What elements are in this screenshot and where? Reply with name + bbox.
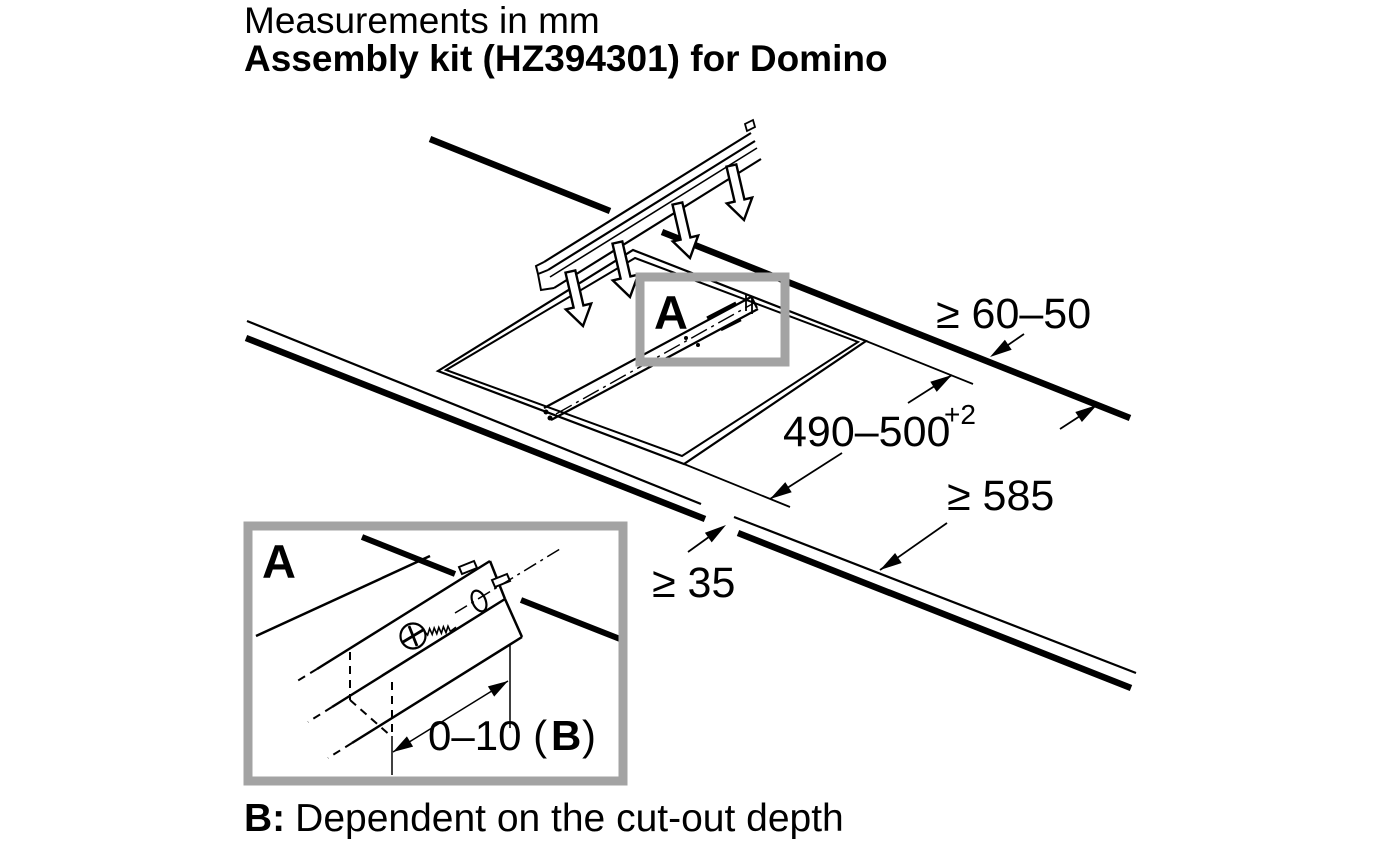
callout-frame xyxy=(635,272,790,367)
arrowhead xyxy=(487,681,508,697)
detail-rail-bottom-edge xyxy=(351,635,523,745)
callout-a-main: A xyxy=(635,272,790,367)
worktop-rear-edge-left xyxy=(428,135,612,215)
detail-rear-cut-edge-right xyxy=(519,597,622,642)
detail-hidden-rail-lines xyxy=(293,652,393,759)
detail-range-close: ) xyxy=(582,712,596,759)
dimension-cutout-depth: 490–500 +2 xyxy=(683,340,976,508)
installed-rail-front-hook-1 xyxy=(543,409,549,415)
detail-view-a: A 0–10 ( B ) xyxy=(243,521,628,786)
detail-dimension-line xyxy=(392,680,509,753)
hidden-edge xyxy=(327,742,353,759)
hidden-edge xyxy=(349,699,393,738)
footnote-ref: B: xyxy=(244,797,286,840)
hidden-edge xyxy=(293,668,318,684)
detail-centerline xyxy=(454,548,561,614)
detail-range-ref: B xyxy=(551,712,581,759)
dim-worktop-depth-label: ≥ 585 xyxy=(947,472,1054,520)
footnote-text: Dependent on the cut-out depth xyxy=(295,797,844,840)
kit-title: Assembly kit (HZ394301) for Domino xyxy=(244,38,888,80)
installed-rail-hole-2 xyxy=(696,343,700,347)
installed-rail-slot-mark-1 xyxy=(706,301,737,320)
installed-rail-centerline xyxy=(555,302,755,415)
callout-a-label: A xyxy=(654,286,688,339)
down-arrow-icon xyxy=(670,200,701,261)
arrowhead xyxy=(393,736,414,752)
insertion-arrows xyxy=(563,162,755,329)
dimension-rear-clearance: ≥ 60–50 xyxy=(936,290,1091,357)
screw-slot-2 xyxy=(407,625,419,647)
dim-front-clearance-label: ≥ 35 xyxy=(652,559,735,607)
detail-side-cut-edge xyxy=(255,554,431,638)
dim-rear-clearance-label: ≥ 60–50 xyxy=(936,290,1091,338)
extension-line-rear xyxy=(865,340,974,385)
loose-rail-edge-1 xyxy=(543,132,752,263)
worktop-front-top-edge-right xyxy=(733,515,1137,675)
loose-rail xyxy=(534,118,762,292)
detail-rail-end-edge-2 xyxy=(503,598,524,638)
detail-range-label: 0–10 ( xyxy=(428,712,547,759)
dimension-worktop-depth: ≥ 585 xyxy=(879,404,1098,571)
detail-rear-cut-edge-left xyxy=(360,534,457,577)
loose-rail-edge-4 xyxy=(553,158,762,289)
dim-cutout-depth-label: 490–500 xyxy=(783,408,950,456)
loose-rail-edge-3 xyxy=(549,147,758,278)
detail-rail-hook-2 xyxy=(490,572,512,589)
dim-cutout-depth-tolerance: +2 xyxy=(944,399,976,430)
down-arrow-icon xyxy=(563,268,594,329)
down-arrow-icon xyxy=(724,162,755,223)
arrowhead xyxy=(880,553,902,570)
footnote: B:Dependent on the cut-out depth xyxy=(244,797,844,841)
detail-a-label: A xyxy=(262,535,296,588)
detail-rail-top-back-edge xyxy=(316,559,491,671)
arrowhead xyxy=(704,525,726,543)
units-note: Measurements in mm xyxy=(244,0,600,41)
detail-frame xyxy=(243,521,628,786)
hidden-edge xyxy=(307,706,333,723)
installed-rail-top-edge xyxy=(543,296,752,409)
screw-thread xyxy=(424,623,457,637)
worktop-front-face-edge-right xyxy=(736,529,1133,692)
installed-rail-slot-mark-2 xyxy=(720,318,742,332)
detail-rail-top-front-edge xyxy=(331,597,506,709)
arrowhead xyxy=(1075,405,1097,422)
detail-rail-hook-1 xyxy=(457,559,479,576)
page-title: Measurements in mm Assembly kit (HZ39430… xyxy=(244,0,888,80)
loose-rail-channel-end xyxy=(534,261,555,292)
detail-slot-hole xyxy=(470,589,488,613)
arrowhead xyxy=(990,339,1012,357)
worktop-edges xyxy=(244,135,1137,692)
installed-rail-front-hook-2 xyxy=(547,415,553,421)
dimension-front-clearance: ≥ 35 xyxy=(652,525,735,607)
loose-rail-end-notch xyxy=(743,118,757,133)
arrowhead xyxy=(930,375,952,392)
worktop-front-face-edge-left xyxy=(244,334,707,523)
worktop-front-top-edge-left xyxy=(246,319,702,506)
loose-rail-edge-2 xyxy=(547,140,756,271)
extension-line-front xyxy=(683,463,791,508)
worktop-rear-edge-right xyxy=(660,228,1132,422)
arrowhead xyxy=(770,482,792,499)
installed-rail-hole-1 xyxy=(684,336,688,340)
